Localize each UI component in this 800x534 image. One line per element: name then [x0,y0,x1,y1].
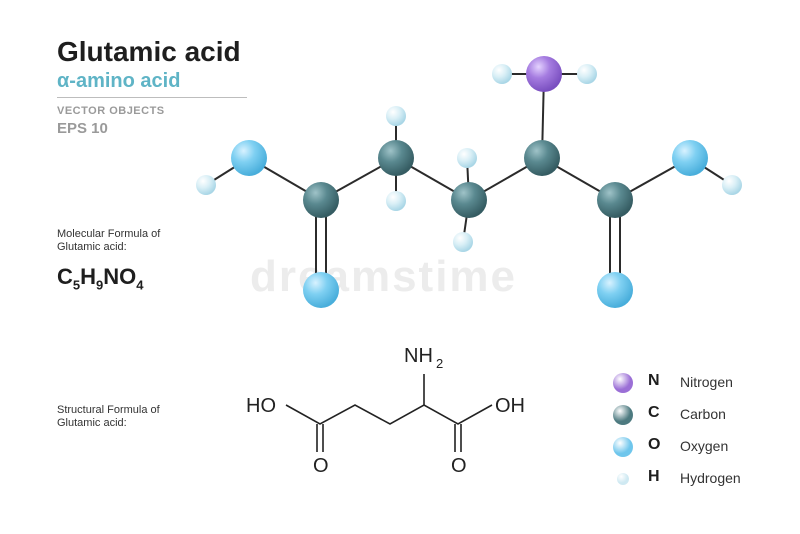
oxygen-atom [672,140,708,176]
oxygen-swatch-icon [613,437,633,457]
legend-item-carbon: C Carbon [608,400,788,432]
legend-name: Oxygen [680,438,729,454]
oxygen-atom [597,272,633,308]
carbon-atom [303,182,339,218]
amine-group: NH [404,345,433,367]
legend-name: Nitrogen [680,374,733,390]
formula-subscript: 9 [96,277,104,293]
eps-tag: EPS 10 [57,120,108,137]
bond-lines [205,73,733,288]
nitrogen-swatch-icon [613,373,633,393]
carbon-atom [524,140,560,176]
hydrogen-atom [457,148,477,168]
formula-element: H [80,264,97,289]
nitrogen-atom [526,56,562,92]
hydroxyl-right: OH [495,395,525,417]
watermark: dreamstime [250,252,518,301]
title-divider [57,97,247,98]
oxygen-atom [303,272,339,308]
legend-symbol: N [648,372,660,389]
vector-objects-tag: VECTOR OBJECTS [57,105,165,117]
amine-subscript: 2 [436,356,443,371]
carbon-chain [285,404,493,425]
hydrogen-swatch-icon [617,473,629,485]
hydroxyl-left: HO [246,395,276,417]
formula-subscript: 5 [72,277,81,293]
legend-name: Hydrogen [680,470,741,486]
hydrogen-atom [722,175,742,195]
structural-formula-label: Structural Formula of Glutamic acid: [57,404,160,429]
legend-symbol: C [648,404,660,421]
formula-element: C [57,264,73,289]
legend-symbol: O [648,436,661,453]
oxygen-atom [231,140,267,176]
molecular-formula: C5H9NO4 [57,264,143,292]
hydrogen-atom [386,191,406,211]
hydrogen-atom [196,175,216,195]
legend-item-hydrogen: H Hydrogen [608,464,788,496]
hydrogen-atom [453,232,473,252]
skeletal-formula [285,374,493,452]
carbon-atom [597,182,633,218]
hydrogen-atom [577,64,597,84]
formula-element: NO [103,264,137,289]
molecular-formula-label: Molecular Formula of Glutamic acid: [57,228,161,253]
legend-name: Carbon [680,406,726,422]
formula-subscript: 4 [136,277,144,293]
legend-symbol: H [648,468,660,485]
page-title: Glutamic acid [57,36,241,67]
page-subtitle: α-amino acid [57,70,181,92]
hydrogen-atom [492,64,512,84]
oxygen-right: O [451,455,467,477]
oxygen-left: O [313,455,329,477]
hydrogen-atom [386,106,406,126]
carbon-atom [378,140,414,176]
legend-item-nitrogen: N Nitrogen [608,368,788,400]
legend-item-oxygen: O Oxygen [608,432,788,464]
atoms [196,56,742,308]
carbon-swatch-icon [613,405,633,425]
carbon-atom [451,182,487,218]
